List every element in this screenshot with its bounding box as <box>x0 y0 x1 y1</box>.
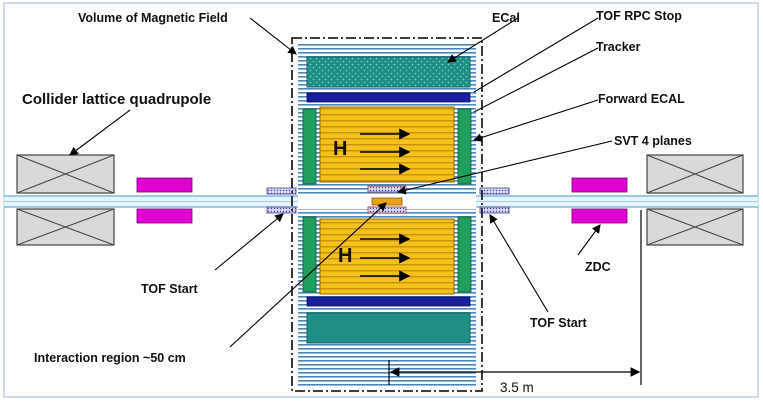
leader-tracker <box>473 47 599 113</box>
svt-bottom <box>367 206 407 214</box>
tracker-bottom <box>319 218 455 295</box>
leader-zdc <box>577 224 601 256</box>
quadrupole-right-bottom <box>646 208 744 246</box>
field-arrows-bottom <box>360 233 411 282</box>
label-svt-4-planes: SVT 4 planes <box>614 134 692 148</box>
label-forward-ecal: Forward ECAL <box>598 92 685 106</box>
leader-interaction-region <box>229 202 387 348</box>
label-tof-start-right: TOF Start <box>530 316 587 330</box>
leader-tof-start-right <box>489 214 549 313</box>
tof-start-right-bottom <box>479 206 510 214</box>
forward-ecal-left-bottom <box>302 216 317 293</box>
tof-start-left-top <box>266 187 297 195</box>
leader-volume-field <box>249 17 297 55</box>
forward-ecal-right-bottom <box>457 216 472 293</box>
tof-rpc-top <box>306 92 471 103</box>
label-distance-3p5m: 3.5 m <box>500 380 534 395</box>
quadrupole-left-bottom <box>16 208 115 246</box>
label-h-bottom: H <box>338 245 353 267</box>
interaction-region-block <box>371 197 403 206</box>
tof-start-right-top <box>479 187 510 195</box>
zdc-top <box>571 177 628 193</box>
zdc-bottom <box>571 208 628 224</box>
label-h-top: H <box>333 138 348 160</box>
leader-tof-rpc <box>473 17 599 93</box>
label-volume-of-magnetic-field: Volume of Magnetic Field <box>78 11 228 25</box>
label-zdc: ZDC <box>585 260 611 274</box>
magnet-left-top <box>136 177 193 193</box>
quadrupole-right-top <box>646 154 744 194</box>
forward-ecal-left-top <box>302 108 317 185</box>
forward-ecal-right-top <box>457 108 472 185</box>
tof-start-left-bottom <box>266 206 297 214</box>
label-tracker: Tracker <box>596 40 641 54</box>
label-tof-start-left: TOF Start <box>141 282 198 296</box>
label-tof-rpc-stop: TOF RPC Stop <box>596 9 682 23</box>
leader-ecal <box>447 17 519 63</box>
field-arrows-top <box>360 128 411 175</box>
dimension-3p5m <box>388 210 642 385</box>
ecal-bottom <box>306 312 471 344</box>
magnet-left-bottom <box>136 208 193 224</box>
quadrupole-left-top <box>16 154 115 194</box>
label-interaction-region: Interaction region ~50 cm <box>34 351 186 365</box>
ecal-top <box>306 56 471 88</box>
leader-quadrupole <box>69 109 131 156</box>
label-ecal: ECal <box>492 11 520 25</box>
leader-tof-start-left <box>214 213 284 271</box>
leader-forward-ecal <box>472 99 599 142</box>
tof-rpc-bottom <box>306 296 471 307</box>
label-collider-quadrupole: Collider lattice quadrupole <box>22 91 212 108</box>
leader-svt <box>396 140 613 195</box>
